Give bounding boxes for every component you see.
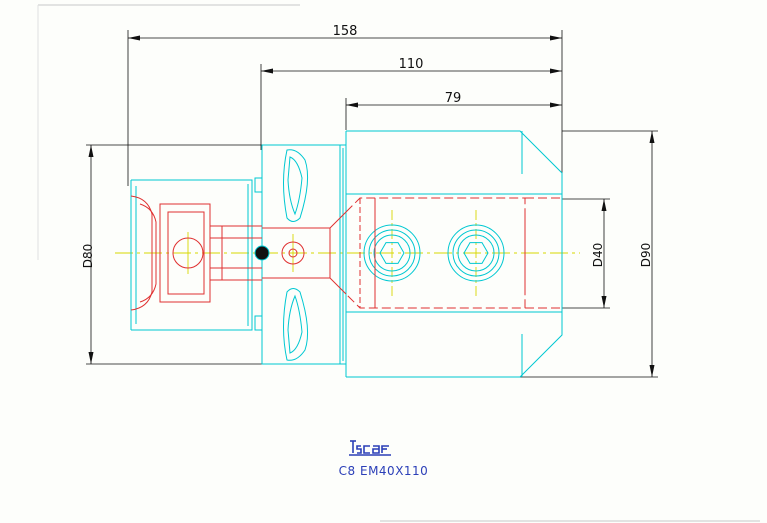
- visible-outline: [130, 130, 563, 378]
- dim-label-d40: D40: [591, 243, 605, 268]
- center-lines: [115, 210, 580, 296]
- dimension-arrows: [88, 35, 655, 377]
- dimension-lines: [86, 30, 658, 378]
- iscar-logo: [349, 440, 391, 456]
- dim-label-110: 110: [399, 57, 424, 72]
- internal-features: [130, 195, 560, 311]
- dim-label-d90: D90: [639, 243, 653, 268]
- part-code: C8 EM40X110: [338, 464, 429, 478]
- pivot-marker: [255, 246, 269, 260]
- dim-label-158: 158: [333, 24, 358, 39]
- dim-label-d80: D80: [81, 244, 95, 269]
- dim-label-79: 79: [445, 91, 462, 106]
